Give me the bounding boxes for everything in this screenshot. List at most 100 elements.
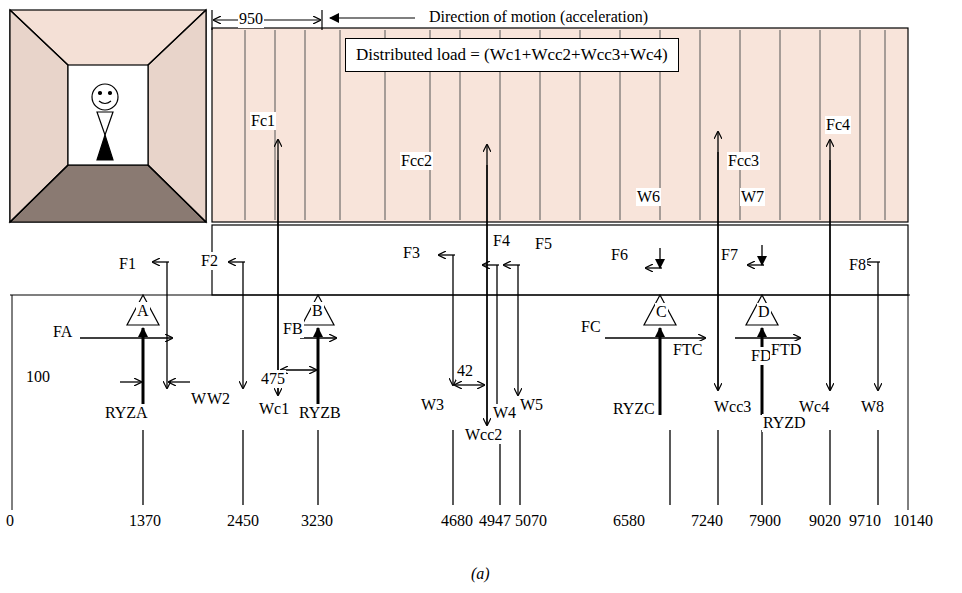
force-label: W6 [636,188,661,206]
force-line [496,265,497,415]
force-line [735,337,800,338]
force-line [659,328,662,415]
force-line [717,132,718,390]
force-label: 42 [456,362,474,380]
load-text: Distributed load = (Wc1+Wcc2+Wcc3+Wc4) [346,39,678,71]
force-label: F4 [492,232,511,250]
force-line [142,430,143,505]
force-line [761,328,764,415]
force-label: FTC [672,341,703,359]
force-label: RYZA [104,404,149,422]
force-label: RYZC [612,400,656,418]
force-line [281,369,316,370]
load-box: Distributed load = (Wc1+Wcc2+Wcc3+Wc4) [345,38,679,72]
force-label: W5 [519,396,544,414]
rib-line [700,30,701,220]
force-line [242,262,243,388]
force-line [166,262,167,388]
force-label: B [311,302,324,320]
force-line [829,430,830,505]
force-label: Wcc2 [464,426,503,444]
force-line [317,430,318,505]
force-label: RYZB [298,404,342,422]
force-label: Fc1 [250,112,276,130]
force-line [242,430,243,505]
force-line [452,255,453,385]
force-label: W7 [740,188,765,206]
force-label: A [136,302,150,320]
force-line [717,152,718,390]
axis-value: 9020 [808,512,842,530]
force-line [80,337,172,338]
rib-line [340,30,341,220]
force-line [455,384,484,385]
force-line [486,165,487,425]
axis-value: 2450 [226,512,260,530]
force-label: F5 [534,235,553,253]
force-line [877,262,878,390]
force-line [646,267,662,268]
force-line [717,430,718,505]
axis-value: 9710 [848,512,882,530]
axis-value: 7900 [748,512,782,530]
force-label: W8 [860,398,885,416]
force-label: C [655,303,668,321]
force-label: Fcc3 [727,152,760,170]
force-line [277,140,278,395]
rib-line [780,30,781,220]
force-label: Fcc2 [400,152,433,170]
force-label: F2 [200,252,219,270]
axis-value: 5070 [514,512,548,530]
force-label: W2 [206,390,231,408]
force-line [317,328,320,415]
force-label: FB [282,320,304,338]
force-line [277,160,278,395]
force-line [669,430,670,505]
force-label: 100 [25,368,51,386]
force-line [761,245,762,265]
force-label: FC [580,318,602,336]
figure-caption: (a) [470,565,491,583]
force-label: 475 [260,370,286,388]
force-label: W3 [420,396,445,414]
force-label: F7 [720,246,739,264]
axis-value: 10140 [892,512,934,530]
force-line [605,337,705,338]
force-label: Wc1 [258,400,290,418]
rib-line [885,30,886,220]
force-line [761,430,762,505]
force-label: FTD [770,341,802,359]
force-label: F8 [848,256,867,274]
force-line [452,430,453,505]
rib-line [245,30,246,220]
force-line [120,381,141,382]
axis-value: 1370 [128,512,162,530]
force-label: F1 [118,255,137,273]
axis-value: 4680 [440,512,474,530]
force-line [486,145,487,425]
force-label: Wcc3 [713,398,752,416]
force-label: RYZD [762,414,807,432]
force-line [169,381,190,382]
rib-line [860,30,861,220]
force-line [142,328,145,415]
force-label: FA [52,323,73,341]
force-label: F6 [610,246,629,264]
force-label: F3 [402,244,421,262]
force-line [300,337,336,338]
force-line [877,430,878,505]
force-line [519,430,520,505]
force-line [748,264,764,265]
force-line [659,248,660,268]
axis-value: 4947 [478,512,512,530]
force-line [517,265,518,395]
axis-value: 7240 [690,512,724,530]
axis-value: 6580 [612,512,646,530]
axis-value: 0 [5,512,15,530]
rib-line [820,30,821,220]
force-label: D [757,303,771,321]
force-label: W4 [492,404,517,422]
